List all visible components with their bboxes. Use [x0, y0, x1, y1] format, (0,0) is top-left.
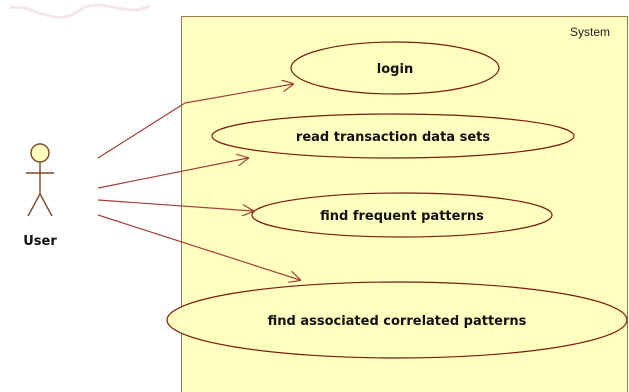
watermark-decoration — [9, 3, 151, 19]
stick-figure-icon — [26, 143, 54, 217]
use-case-login-label: login — [377, 62, 413, 77]
use-case-find-frequent-patterns[interactable]: find frequent patterns — [251, 192, 553, 238]
association-login — [97, 84, 293, 159]
use-case-login[interactable]: login — [290, 41, 500, 95]
actor-label: User — [23, 234, 57, 249]
association-read-transaction-data-sets — [97, 158, 248, 189]
use-case-find-associated-correlated-patterns[interactable]: find associated correlated patterns — [166, 281, 628, 359]
associations — [97, 84, 300, 280]
association-find-frequent-patterns — [97, 199, 253, 211]
use-case-read-transaction-data-sets-label: read transaction data sets — [296, 130, 490, 145]
association-find-associated-correlated-patterns — [97, 214, 300, 280]
use-case-read-transaction-data-sets[interactable]: read transaction data sets — [211, 113, 575, 159]
use-case-find-associated-correlated-patterns-label: find associated correlated patterns — [268, 314, 527, 329]
system-label: System — [570, 25, 610, 39]
actor-user[interactable]: User — [23, 143, 57, 249]
use-case-find-frequent-patterns-label: find frequent patterns — [320, 209, 484, 224]
